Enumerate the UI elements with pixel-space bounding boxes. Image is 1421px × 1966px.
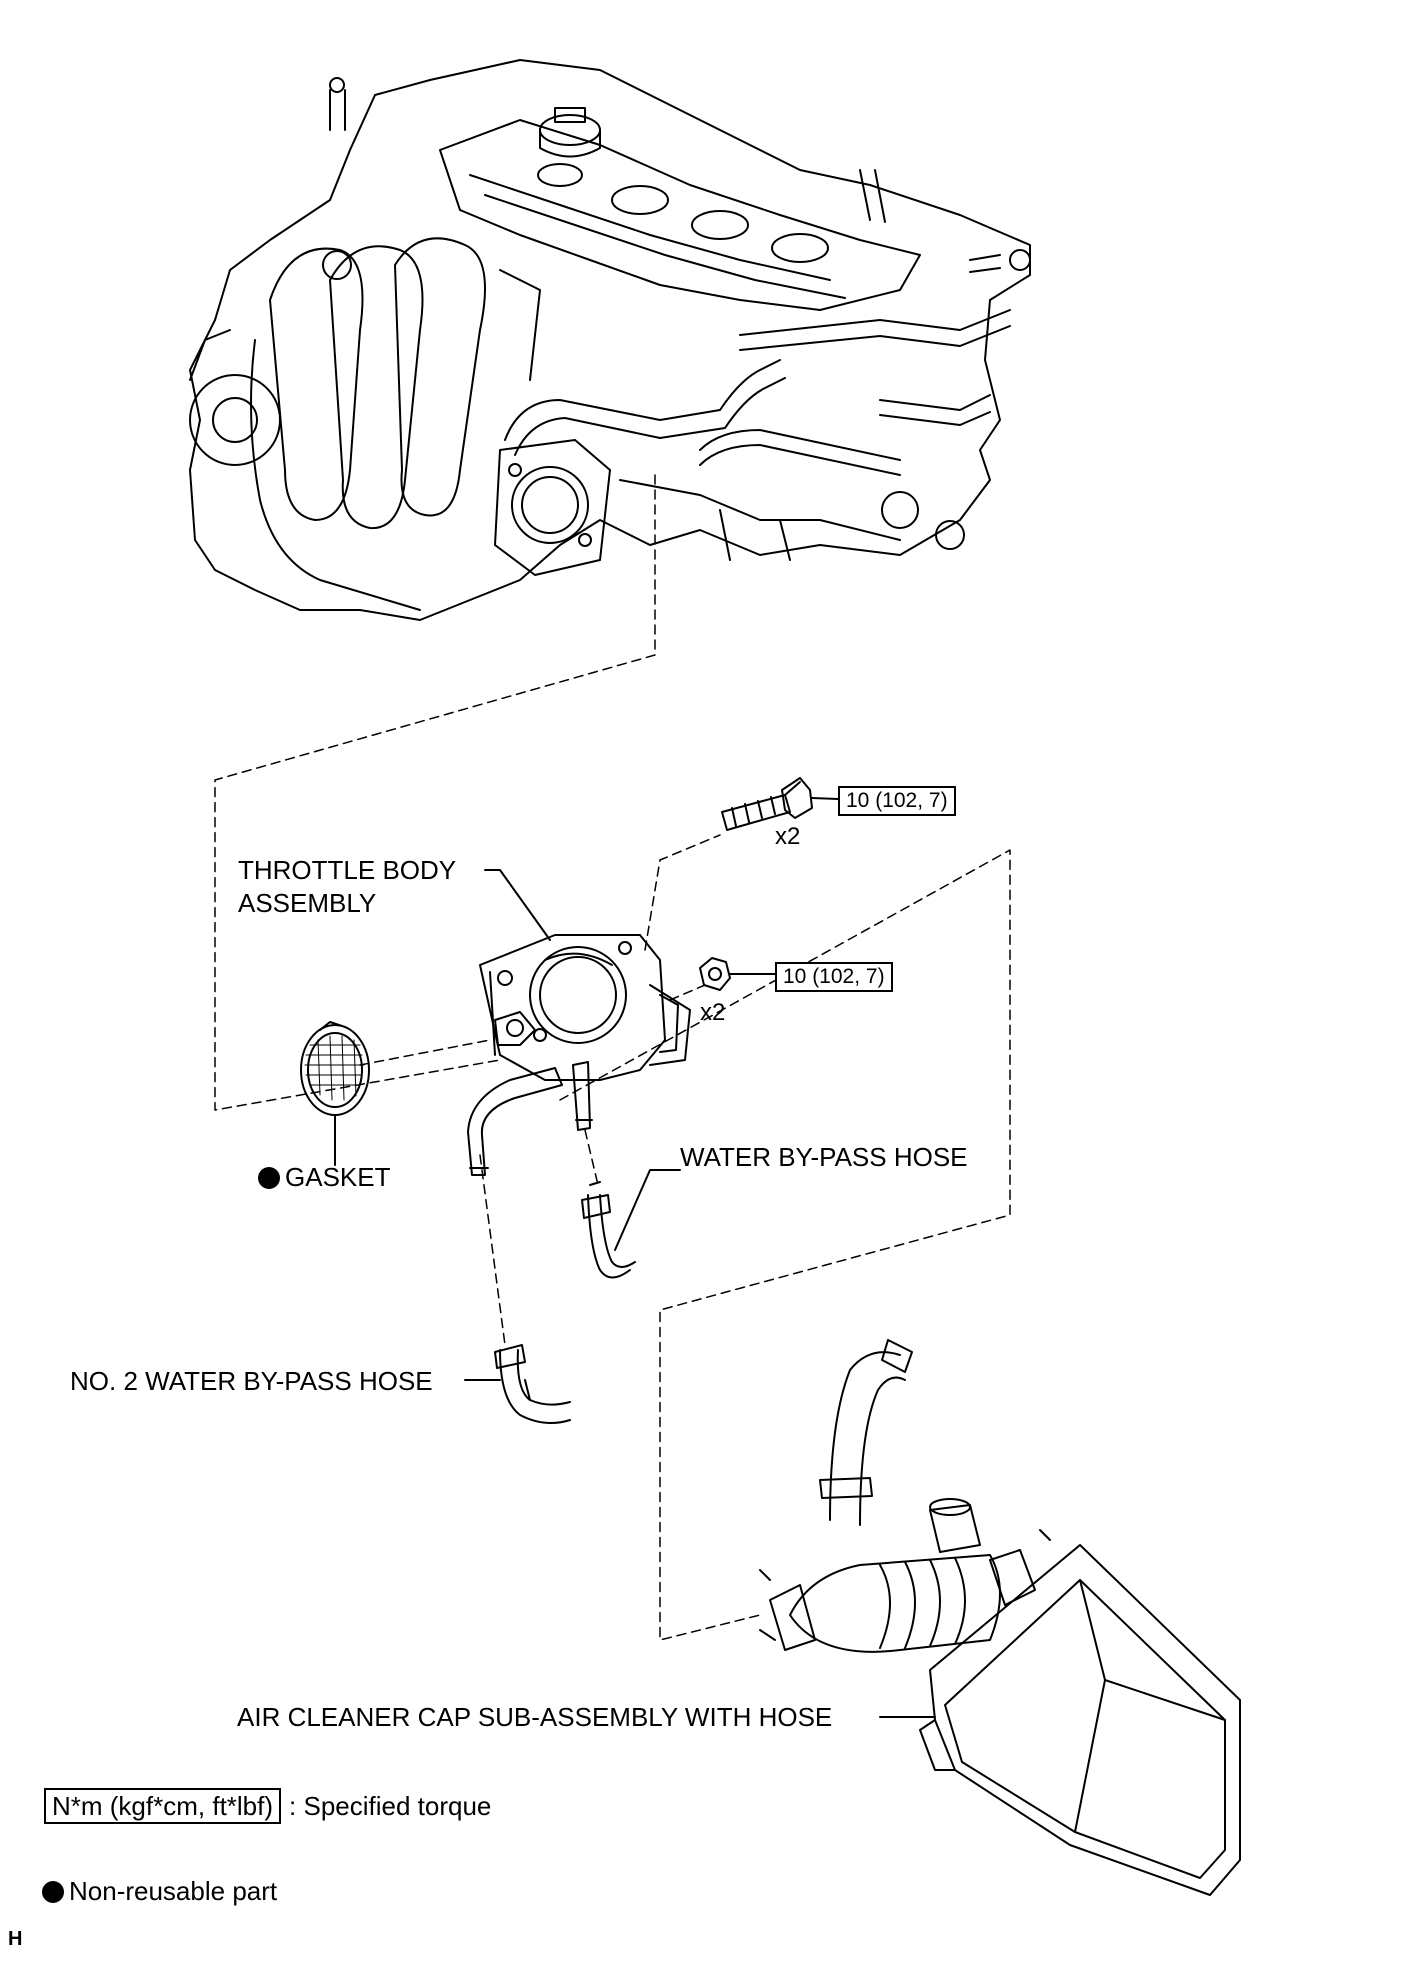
bolt-illustration (721, 777, 839, 831)
non-reusable-dot-icon (42, 1881, 64, 1903)
nut-quantity: x2 (700, 999, 726, 1026)
non-reusable-dot-icon (258, 1167, 280, 1189)
torque-legend-text: : Specified torque (289, 1791, 492, 1821)
water-bypass-hose-illustration (581, 1169, 681, 1279)
bolt-quantity: x2 (775, 823, 801, 850)
throttle-body-label-line1: THROTTLE BODY (238, 855, 457, 885)
water-bypass-hose-label: WATER BY-PASS HOSE (680, 1142, 968, 1172)
torque-units-box: N*m (kgf*cm, ft*lbf) (44, 1788, 282, 1824)
gasket-label: GASKET (258, 1162, 390, 1192)
air-cleaner-cap-label: AIR CLEANER CAP SUB-ASSEMBLY WITH HOSE (237, 1702, 833, 1732)
figure-code: H (8, 1928, 23, 1950)
gasket-illustration (300, 1021, 370, 1166)
engine-illustration (189, 59, 1031, 621)
non-reusable-legend: Non-reusable part (42, 1876, 277, 1906)
no2-water-bypass-hose-label: NO. 2 WATER BY-PASS HOSE (70, 1366, 433, 1396)
assembly-guide-lines (214, 474, 1011, 1641)
torque-legend: N*m (kgf*cm, ft*lbf): Specified torque (44, 1788, 491, 1824)
throttle-body-illustration (467, 934, 691, 1176)
no2-water-bypass-hose-illustration (464, 1344, 571, 1425)
bolt-torque-spec: 10 (102, 7) (838, 786, 956, 816)
nut-illustration (699, 957, 776, 991)
throttle-body-label-line2: ASSEMBLY (238, 888, 377, 918)
nut-torque-spec: 10 (102, 7) (775, 962, 893, 992)
air-cleaner-illustration (759, 1339, 1241, 1896)
label-leader-lines (484, 869, 936, 1718)
